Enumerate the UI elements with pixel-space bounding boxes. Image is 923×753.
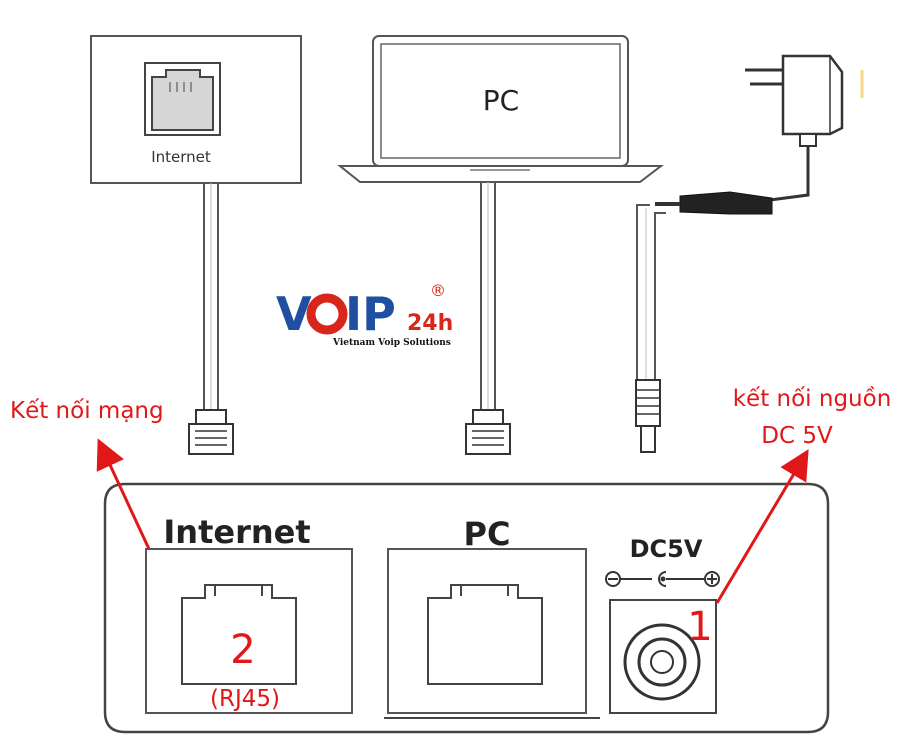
dc-jack (609, 599, 717, 714)
logo-text-24h: 24h (407, 311, 453, 336)
laptop-icon: PC (337, 35, 664, 183)
power-connection-label-line1: kết nối nguồn (733, 386, 892, 412)
internet-cable (203, 183, 219, 412)
logo-text-ip: IP (345, 287, 396, 341)
pc-screen-label: PC (483, 84, 519, 117)
power-port-number: 1 (687, 604, 712, 650)
wall-outlet-label: Internet (151, 148, 211, 166)
rj45-plug-icon (188, 409, 234, 455)
voip24h-logo: V IP 24h ® Vietnam Voip Solutions (276, 281, 453, 348)
panel-dc-label: DC5V (630, 535, 703, 563)
panel-internet-label: Internet (163, 513, 310, 551)
internet-port (145, 548, 353, 714)
polarity-icon (605, 571, 720, 587)
wall-outlet: Internet (90, 35, 302, 184)
logo-o-icon (306, 293, 348, 335)
internet-port-number: 2 (230, 627, 255, 673)
logo-registered: ® (430, 281, 446, 300)
panel-pc-label: PC (464, 515, 511, 553)
pc-port (387, 548, 587, 714)
dc-plug-icon (635, 379, 661, 453)
network-arrow (96, 438, 151, 550)
internet-port-type: (RJ45) (210, 686, 280, 712)
logo-tagline: Vietnam Voip Solutions (332, 338, 451, 348)
rj45-plug-icon (465, 409, 511, 455)
pc-cable (480, 182, 496, 412)
power-arrow (715, 449, 809, 604)
power-adapter-icon (655, 54, 844, 215)
ethernet-port-icon (151, 69, 214, 131)
power-connection-label-line2: DC 5V (761, 423, 833, 449)
network-connection-label: Kết nối mạng (10, 398, 164, 424)
power-cable (636, 204, 666, 380)
logo-text-v: V (276, 287, 312, 341)
